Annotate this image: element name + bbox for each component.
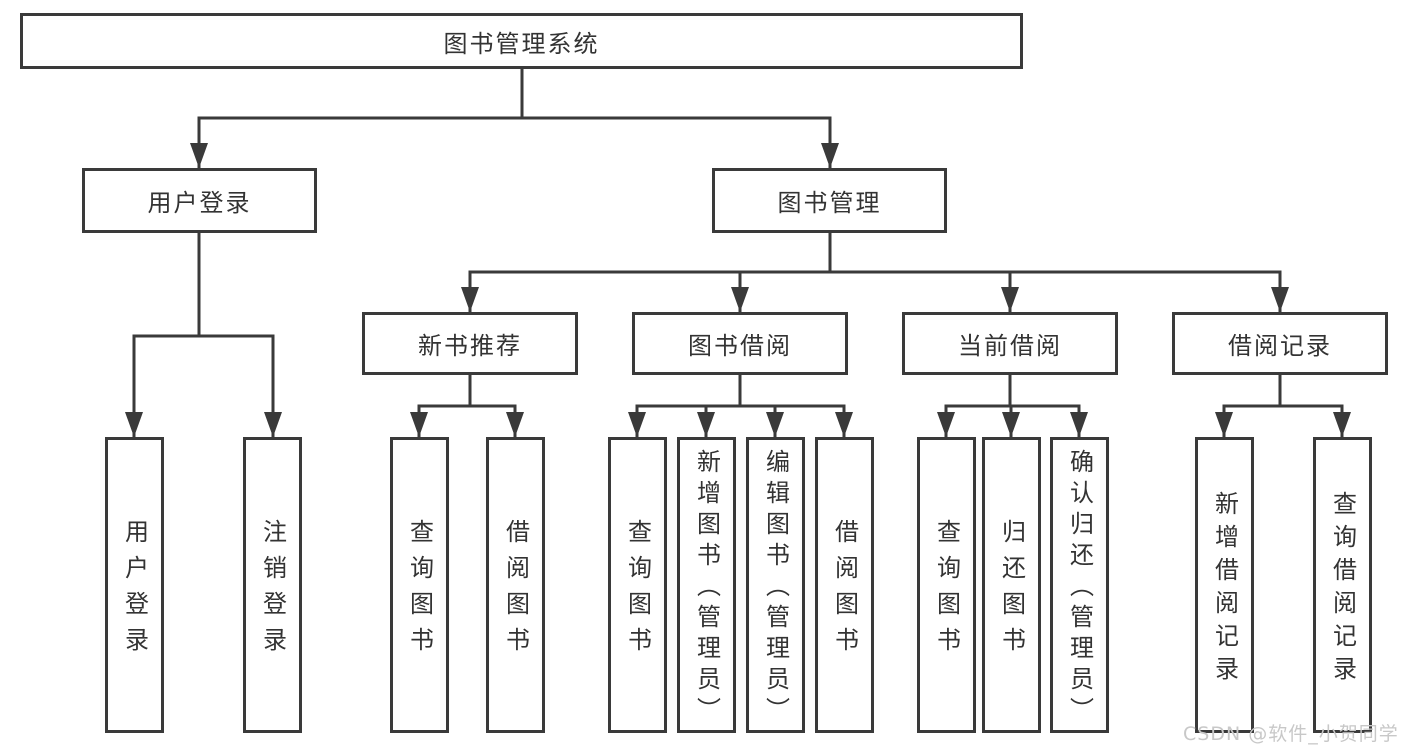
wire-root-to-level2 [197,69,832,168]
leaf-logout-label: 注销登录 [258,519,287,663]
wire-group-borrow [635,375,846,437]
leaf-return-books-label: 归还图书 [997,519,1026,663]
wire-group-records [1222,375,1344,437]
node-book-management: 图书管理 [712,168,947,233]
node-user-login: 用户登录 [82,168,317,233]
node-book-borrow: 图书借阅 [632,312,848,375]
leaf-edit-book-admin-label: 编辑图书（管理员） [761,449,790,728]
leaf-borrow-query-books: 查询图书 [608,437,667,733]
wire-book-mgmt-branch [468,233,1282,312]
node-root-label: 图书管理系统 [443,29,600,58]
arrowheads [125,143,1351,437]
node-user-login-label: 用户登录 [147,189,252,217]
leaf-recommend-query-books-label: 查询图书 [405,519,434,663]
node-current-borrow: 当前借阅 [902,312,1118,375]
leaf-query-borrow-record-label: 查询借阅记录 [1328,490,1357,689]
leaf-user-login: 用户登录 [105,437,164,733]
leaf-add-book-admin: 新增图书（管理员） [677,437,736,733]
node-book-borrow-label: 图书借阅 [688,332,792,360]
node-new-book-recommend: 新书推荐 [362,312,578,375]
leaf-borrow-books-label: 借阅图书 [830,519,859,663]
leaf-add-borrow-record-label: 新增借阅记录 [1210,490,1239,689]
leaf-return-books: 归还图书 [982,437,1041,733]
leaf-current-query-books: 查询图书 [917,437,976,733]
leaf-query-borrow-record: 查询借阅记录 [1313,437,1372,733]
leaf-recommend-query-books: 查询图书 [390,437,449,733]
leaf-recommend-borrow-books: 借阅图书 [486,437,545,733]
node-borrow-records-label: 借阅记录 [1228,332,1332,360]
leaf-confirm-return-admin-label: 确认归还（管理员） [1065,449,1094,728]
leaf-logout: 注销登录 [243,437,302,733]
node-borrow-records: 借阅记录 [1172,312,1388,375]
node-root: 图书管理系统 [20,13,1023,69]
node-book-management-label: 图书管理 [777,189,882,217]
leaf-add-book-admin-label: 新增图书（管理员） [692,449,721,728]
leaf-confirm-return-admin: 确认归还（管理员） [1050,437,1109,733]
node-current-borrow-label: 当前借阅 [958,332,1062,360]
wire-user-login-branch [132,233,275,437]
leaf-recommend-borrow-books-label: 借阅图书 [501,519,530,663]
leaf-add-borrow-record: 新增借阅记录 [1195,437,1254,733]
node-new-book-recommend-label: 新书推荐 [418,332,522,360]
leaf-user-login-label: 用户登录 [120,519,149,663]
leaf-current-query-books-label: 查询图书 [932,519,961,663]
wire-group-recommend [417,375,517,437]
leaf-edit-book-admin: 编辑图书（管理员） [746,437,805,733]
leaf-borrow-books: 借阅图书 [815,437,874,733]
csdn-watermark: CSDN @软件_小贺同学 [1183,723,1399,745]
leaf-borrow-query-books-label: 查询图书 [623,519,652,663]
